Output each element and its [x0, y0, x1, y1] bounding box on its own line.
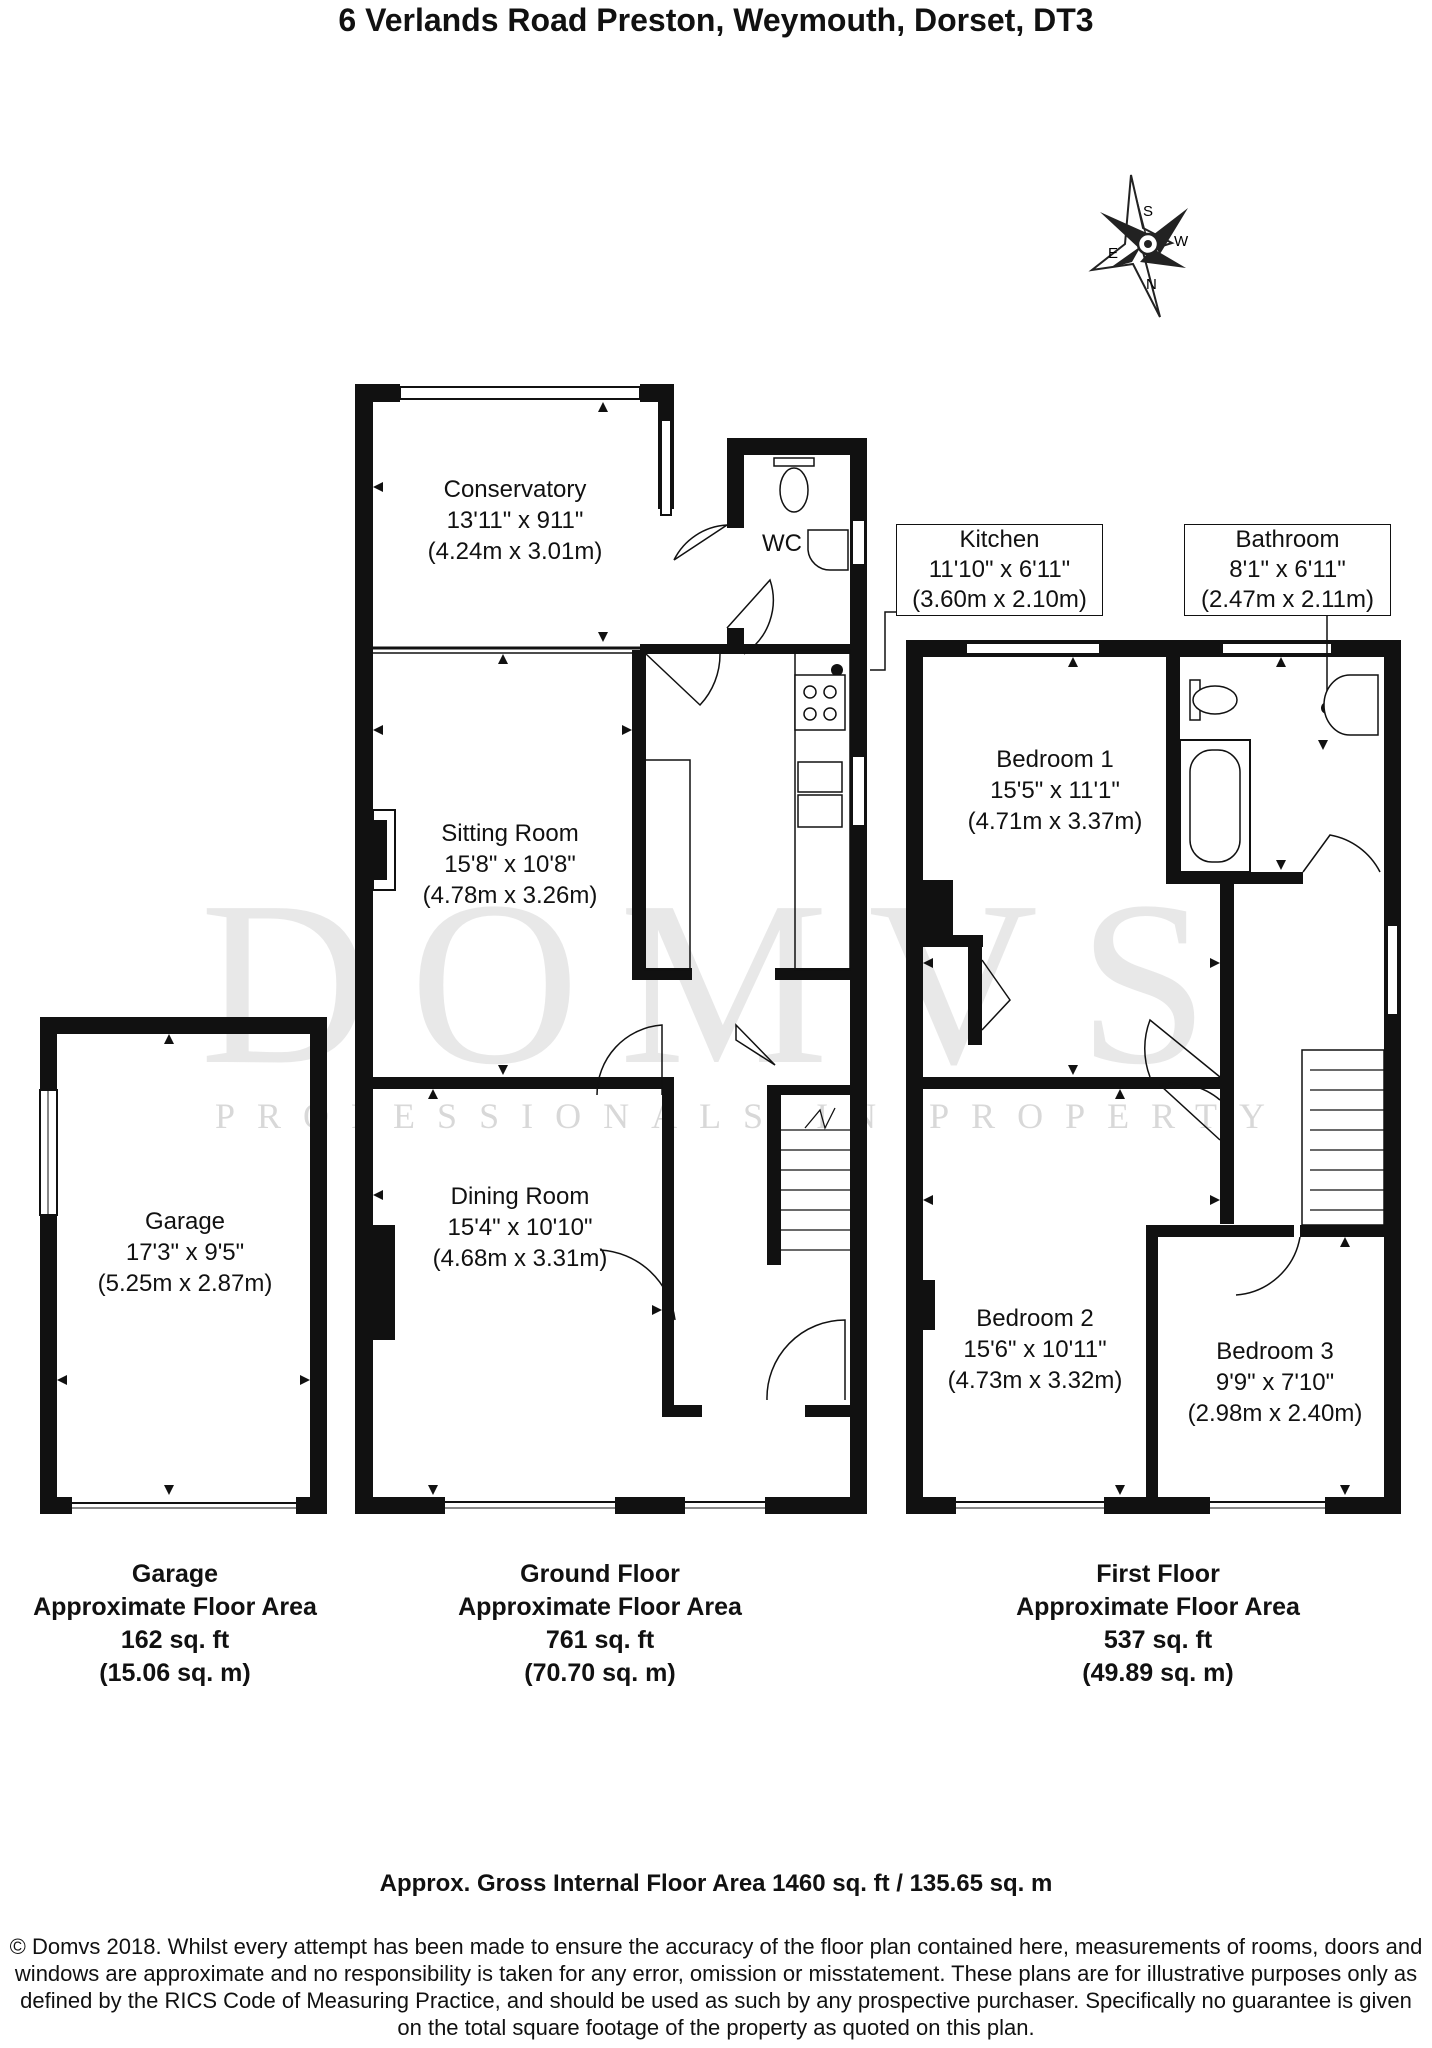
property-title: 6 Verlands Road Preston, Weymouth, Dorse…	[338, 2, 1094, 38]
room-metric: (3.60m x 2.10m)	[912, 586, 1087, 613]
floor-sqm: (49.89 sq. m)	[1082, 1659, 1234, 1687]
room-metric: (4.71m x 3.37m)	[967, 808, 1143, 835]
floor-area-ground: Ground Floor Approximate Floor Area 761 …	[440, 1558, 760, 1690]
floor-label: Approximate Floor Area	[458, 1593, 742, 1621]
room-bedroom-3: Bedroom 3 9'9" x 7'10" (2.98m x 2.40m)	[1170, 1336, 1380, 1429]
gross-internal-area: Approx. Gross Internal Floor Area 1460 s…	[379, 1870, 1053, 1897]
ground-floor-walls	[355, 384, 867, 1514]
floor-label: Approximate Floor Area	[1016, 1593, 1300, 1621]
room-metric: (4.73m x 3.32m)	[947, 1367, 1123, 1394]
room-conservatory: Conservatory 13'11" x 911" (4.24m x 3.01…	[395, 474, 635, 567]
room-metric: (5.25m x 2.87m)	[97, 1270, 273, 1297]
floor-area-garage: Garage Approximate Floor Area 162 sq. ft…	[15, 1558, 335, 1690]
room-kitchen: Kitchen 11'10" x 6'11" (3.60m x 2.10m)	[896, 524, 1103, 616]
wc-fixtures	[773, 457, 1379, 828]
room-metric: (4.24m x 3.01m)	[427, 538, 603, 565]
floor-name: First Floor	[1096, 1560, 1220, 1588]
room-imperial: 8'1" x 6'11"	[1229, 556, 1346, 583]
room-imperial: 15'5" x 11'1"	[990, 777, 1120, 804]
floor-sqft: 537 sq. ft	[1103, 1626, 1213, 1654]
compass-w: W	[1174, 233, 1189, 250]
room-name: Bedroom 1	[996, 746, 1114, 773]
dimension-markers	[57, 402, 1350, 1495]
room-sitting: Sitting Room 15'8" x 10'8" (4.78m x 3.26…	[400, 818, 620, 911]
room-bathroom: Bathroom 8'1" x 6'11" (2.47m x 2.11m)	[1184, 524, 1391, 616]
room-imperial: 13'11" x 911"	[446, 507, 584, 534]
compass-n: N	[1146, 276, 1157, 293]
room-metric: (2.47m x 2.11m)	[1201, 586, 1374, 613]
compass-icon: S W E N	[1088, 174, 1189, 318]
room-wc: WC	[752, 528, 812, 559]
floor-area-first: First Floor Approximate Floor Area 537 s…	[998, 1558, 1318, 1690]
room-bedroom-2: Bedroom 2 15'6" x 10'11" (4.73m x 3.32m)	[925, 1303, 1145, 1396]
room-name: Sitting Room	[441, 820, 579, 847]
room-garage: Garage 17'3" x 9'5" (5.25m x 2.87m)	[70, 1206, 300, 1299]
compass-s: S	[1143, 203, 1153, 220]
room-imperial: 11'10" x 6'11"	[928, 556, 1071, 583]
floor-label: Approximate Floor Area	[33, 1593, 317, 1621]
room-name: Kitchen	[959, 526, 1040, 553]
room-imperial: 9'9" x 7'10"	[1215, 1369, 1335, 1396]
room-name: WC	[762, 530, 802, 557]
disclaimer-text: © Domvs 2018. Whilst every attempt has b…	[9, 1934, 1423, 2040]
room-imperial: 15'6" x 10'11"	[963, 1336, 1107, 1363]
room-name: Conservatory	[443, 476, 587, 503]
room-imperial: 17'3" x 9'5"	[125, 1239, 245, 1266]
floor-sqft: 162 sq. ft	[120, 1626, 230, 1654]
floor-name: Ground Floor	[520, 1560, 680, 1588]
room-name: Bedroom 3	[1216, 1338, 1334, 1365]
floor-sqm: (70.70 sq. m)	[524, 1659, 676, 1687]
room-name: Bathroom	[1235, 526, 1340, 553]
room-name: Dining Room	[450, 1183, 590, 1210]
compass-e: E	[1108, 245, 1118, 262]
room-dining: Dining Room 15'4" x 10'10" (4.68m x 3.31…	[405, 1181, 635, 1274]
floor-sqft: 761 sq. ft	[545, 1626, 655, 1654]
first-floor-walls	[906, 640, 1401, 1514]
room-bedroom-1: Bedroom 1 15'5" x 11'1" (4.71m x 3.37m)	[945, 744, 1165, 837]
watermark-tagline: PROFESSIONALS IN PROPERTY	[215, 1096, 1287, 1136]
floor-sqm: (15.06 sq. m)	[99, 1659, 251, 1687]
room-metric: (2.98m x 2.40m)	[1187, 1400, 1363, 1427]
room-metric: (4.68m x 3.31m)	[432, 1245, 608, 1272]
garage-walls	[39, 1017, 327, 1514]
room-name: Bedroom 2	[976, 1305, 1094, 1332]
room-name: Garage	[144, 1208, 226, 1235]
room-imperial: 15'4" x 10'10"	[447, 1214, 593, 1241]
room-metric: (4.78m x 3.26m)	[422, 882, 598, 909]
floor-name: Garage	[131, 1560, 219, 1588]
room-imperial: 15'8" x 10'8"	[444, 851, 576, 878]
